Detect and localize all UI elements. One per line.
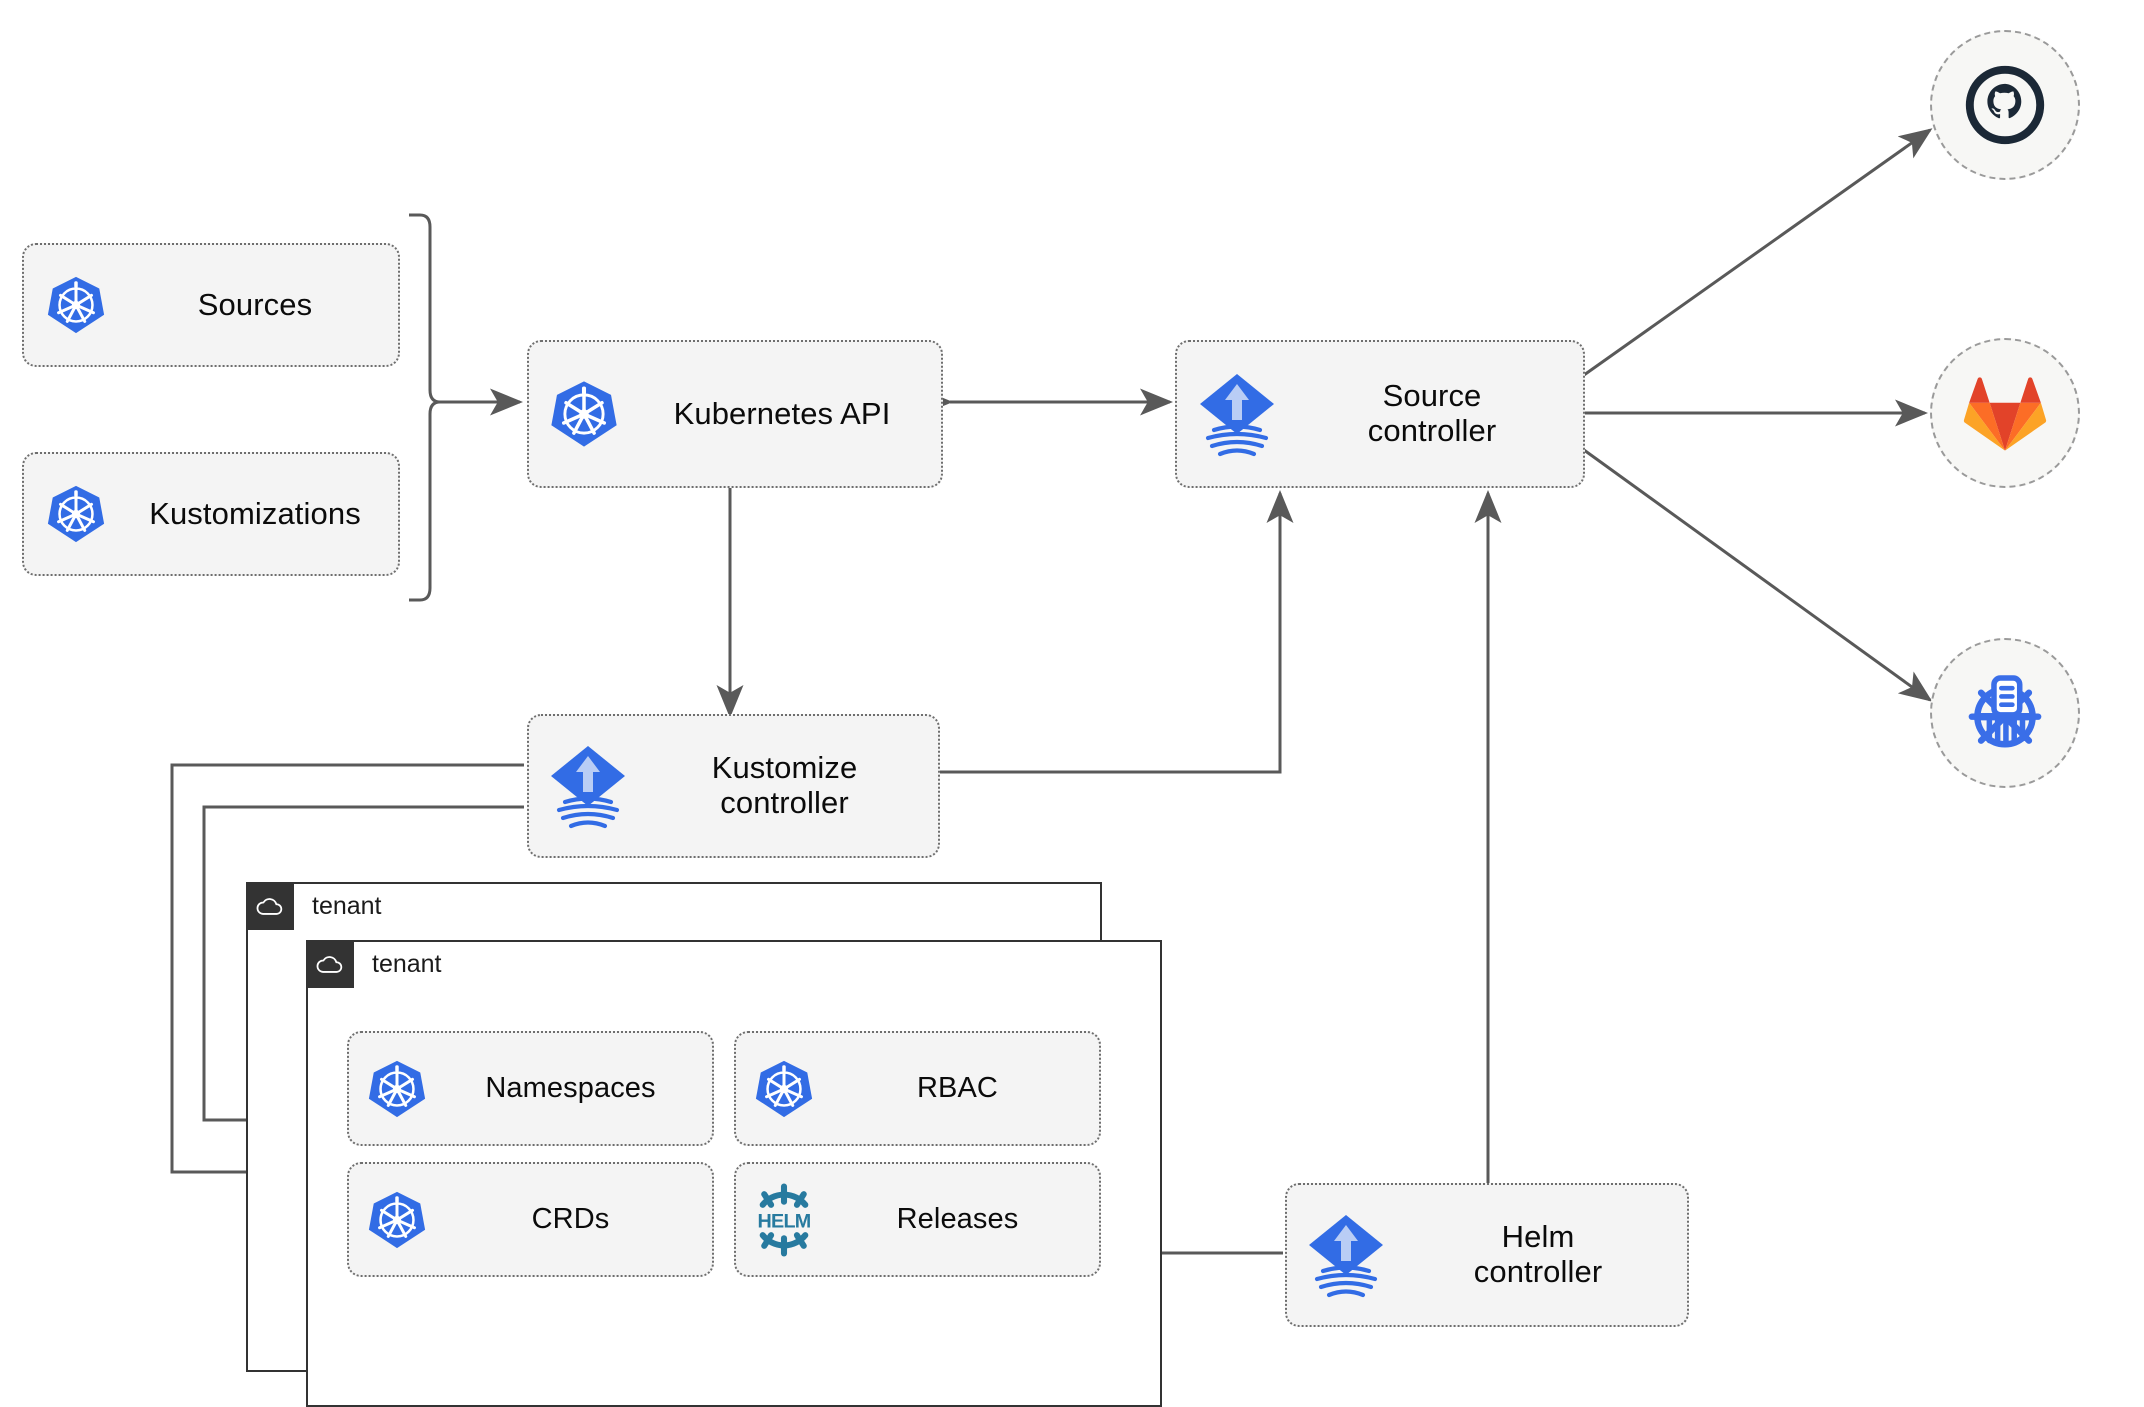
github-icon [1965,65,2045,145]
node-sources-label: Sources [197,286,313,322]
flux-icon [1287,1209,1405,1301]
helm-controller-line1: Helm [1501,1219,1575,1255]
resource-releases-label: Releases [896,1203,1019,1236]
svg-text:HELM: HELM [758,1210,811,1232]
flux-icon [1177,368,1297,460]
node-kustomizations-label: Kustomizations [149,495,361,531]
resource-rbac-label: RBAC [917,1072,998,1105]
helm-controller-line2: controller [1473,1254,1603,1289]
gitlab-icon [1963,377,2047,451]
node-kubernetes-api[interactable]: Kubernetes API [527,340,943,488]
provider-bucket[interactable] [1930,638,2080,788]
resource-crds[interactable]: CRDs [347,1162,714,1277]
tenant-tab: tenant [246,882,382,930]
kustomize-controller-line2: controller [720,785,849,820]
node-source-controller[interactable]: Source controller [1175,340,1585,488]
source-controller-line1: Source [1382,378,1482,414]
kubernetes-icon [349,1058,445,1120]
cloud-icon [246,882,294,930]
node-kustomize-controller-label: Kustomize controller [647,750,938,820]
flux-icon [529,740,647,832]
provider-github[interactable] [1930,30,2080,180]
bucket-icon [1968,675,2042,748]
resource-namespaces[interactable]: Namespaces [347,1031,714,1146]
node-kustomizations[interactable]: Kustomizations [22,452,400,576]
kubernetes-icon [24,483,128,545]
kubernetes-icon [349,1189,445,1251]
provider-gitlab[interactable] [1930,338,2080,488]
tenant-label: tenant [372,949,442,978]
source-controller-line2: controller [1367,413,1497,448]
resource-namespaces-label: Namespaces [485,1072,656,1105]
kubernetes-icon [529,378,639,450]
node-helm-controller-label: Helm controller [1405,1219,1687,1289]
tenant-tab: tenant [306,940,442,988]
kubernetes-icon [24,274,128,336]
kustomize-controller-line1: Kustomize [711,750,858,786]
kubernetes-icon [736,1058,832,1120]
resource-rbac[interactable]: RBAC [734,1031,1101,1146]
node-source-controller-label: Source controller [1297,378,1583,448]
resource-crds-label: CRDs [531,1203,610,1236]
helm-icon: HELM [736,1182,832,1258]
cloud-icon [306,940,354,988]
resource-releases[interactable]: HELM Releases [734,1162,1101,1277]
node-helm-controller[interactable]: Helm controller [1285,1183,1689,1327]
node-sources[interactable]: Sources [22,243,400,367]
node-kustomize-controller[interactable]: Kustomize controller [527,714,940,858]
node-kubernetes-api-label: Kubernetes API [673,395,891,431]
tenant-panel-front[interactable]: tenant [306,940,1162,1407]
tenant-label: tenant [312,891,382,920]
